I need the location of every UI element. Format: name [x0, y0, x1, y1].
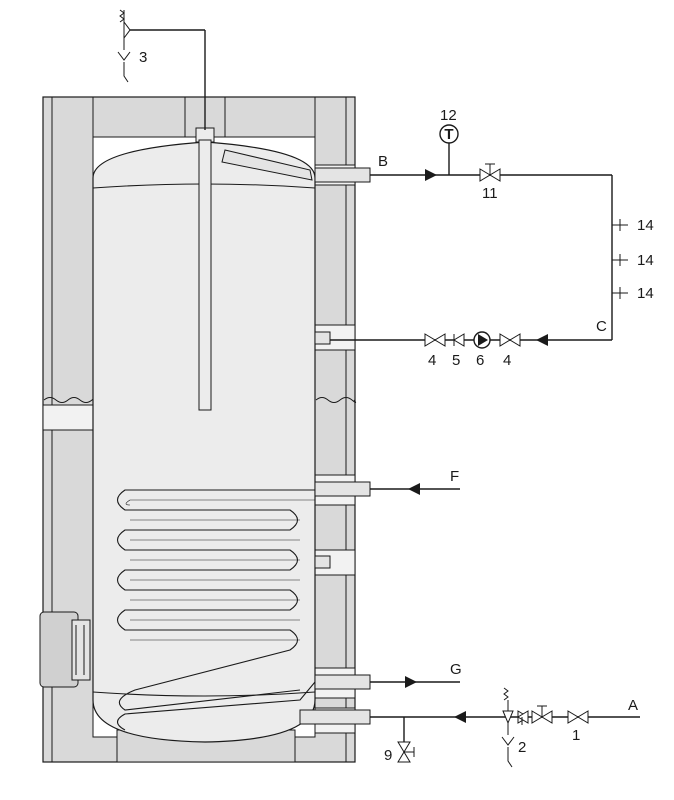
label-11: 11	[482, 185, 498, 202]
nozzle-side	[314, 555, 331, 569]
hot-water-outlet-pipe	[221, 149, 313, 181]
nozzle-G	[314, 674, 371, 690]
tank-body	[92, 141, 316, 743]
label-9: 9	[384, 747, 392, 764]
label-4-right: 4	[503, 352, 511, 369]
coil-inlet-F	[370, 483, 460, 495]
cold-water-inlet-A	[370, 687, 640, 768]
label-6: 6	[476, 352, 484, 369]
thermometer-12: T	[439, 124, 459, 175]
inner-tank	[92, 141, 316, 743]
thermometer-symbol: T	[444, 126, 453, 143]
label-G: G	[450, 661, 462, 678]
label-1: 1	[572, 727, 580, 744]
hot-water-line	[330, 169, 613, 341]
label-14-mid: 14	[637, 252, 654, 269]
insulation-seam-right	[315, 397, 357, 403]
labels: B C F G A 1 2 3 4 5 6 4 9 11 12 14 14 14	[139, 49, 654, 764]
label-C: C	[596, 318, 607, 335]
label-4-left: 4	[428, 352, 436, 369]
flow-arrow-C	[536, 334, 548, 346]
heating-coil	[116, 489, 316, 731]
label-3: 3	[139, 49, 147, 66]
nozzle-B	[314, 167, 371, 183]
flow-arrow-B	[425, 169, 437, 181]
label-14-bottom: 14	[637, 285, 654, 302]
anode-rod	[195, 127, 215, 411]
shutoff-valve-11	[479, 163, 501, 182]
tap-points-14	[612, 219, 628, 299]
label-F: F	[450, 468, 459, 485]
label-12: 12	[440, 107, 457, 124]
label-B: B	[378, 153, 388, 170]
circulation-line	[424, 331, 548, 349]
nozzle-A	[299, 709, 371, 725]
inspection-flange	[39, 611, 91, 688]
label-5: 5	[452, 352, 460, 369]
label-A: A	[628, 697, 638, 714]
band-left	[42, 404, 94, 431]
label-14-top: 14	[637, 217, 654, 234]
label-2: 2	[518, 739, 526, 756]
nozzle-circulation	[314, 331, 331, 345]
coil-outlet-G	[370, 676, 460, 688]
safety-valve-3	[117, 9, 131, 83]
nozzle-F	[314, 481, 371, 497]
